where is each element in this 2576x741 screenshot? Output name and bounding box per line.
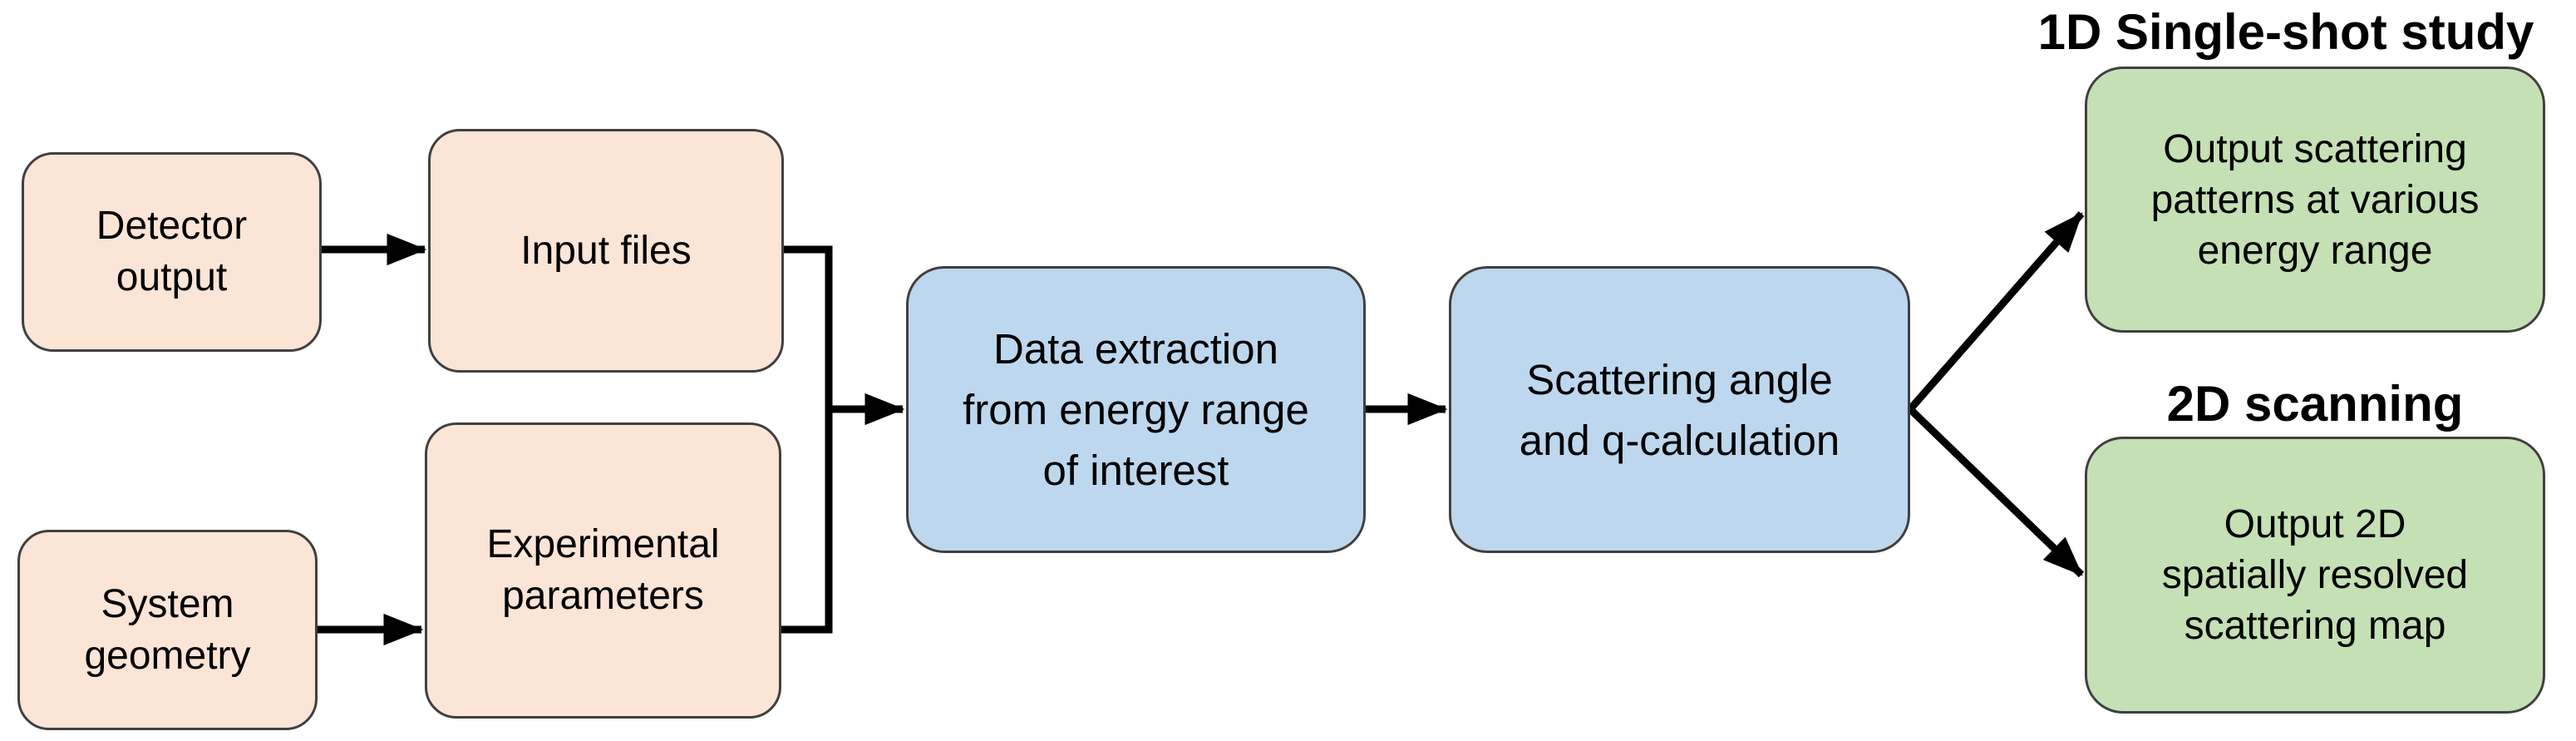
detector-output-box: Detector output [22,152,322,352]
data-extraction-box: Data extraction from energy range of int… [906,266,1366,553]
input-files-label: Input files [520,228,692,273]
arrow-scattering-to-output1d [1907,211,2085,412]
input-files-box: Input files [428,129,784,373]
scattering-angle-box: Scattering angle and q-calculation [1449,266,1910,553]
output-1d-label: Output scattering patterns at various en… [2150,126,2480,273]
arrow-scattering-to-output2d [1907,406,2085,578]
bracket-merge-connector [781,245,833,634]
detector-output-label: Detector output [96,204,248,299]
single-shot-study-header: 1D Single-shot study [2037,3,2534,60]
system-geometry-label: System geometry [84,581,251,678]
experimental-parameters-label: Experimental parameters [486,522,720,618]
scanning-2d-header: 2D scanning [2166,375,2464,432]
output-2d-label: Output 2D spatially resolved scattering … [2161,502,2469,648]
system-geometry-box: System geometry [17,530,318,730]
output-2d-box: Output 2D spatially resolved scattering … [2085,437,2545,714]
output-1d-box: Output scattering patterns at various en… [2085,67,2545,333]
scattering-angle-label: Scattering angle and q-calculation [1519,355,1840,464]
data-extraction-label: Data extraction from energy range of int… [963,325,1309,494]
experimental-parameters-box: Experimental parameters [425,422,781,719]
